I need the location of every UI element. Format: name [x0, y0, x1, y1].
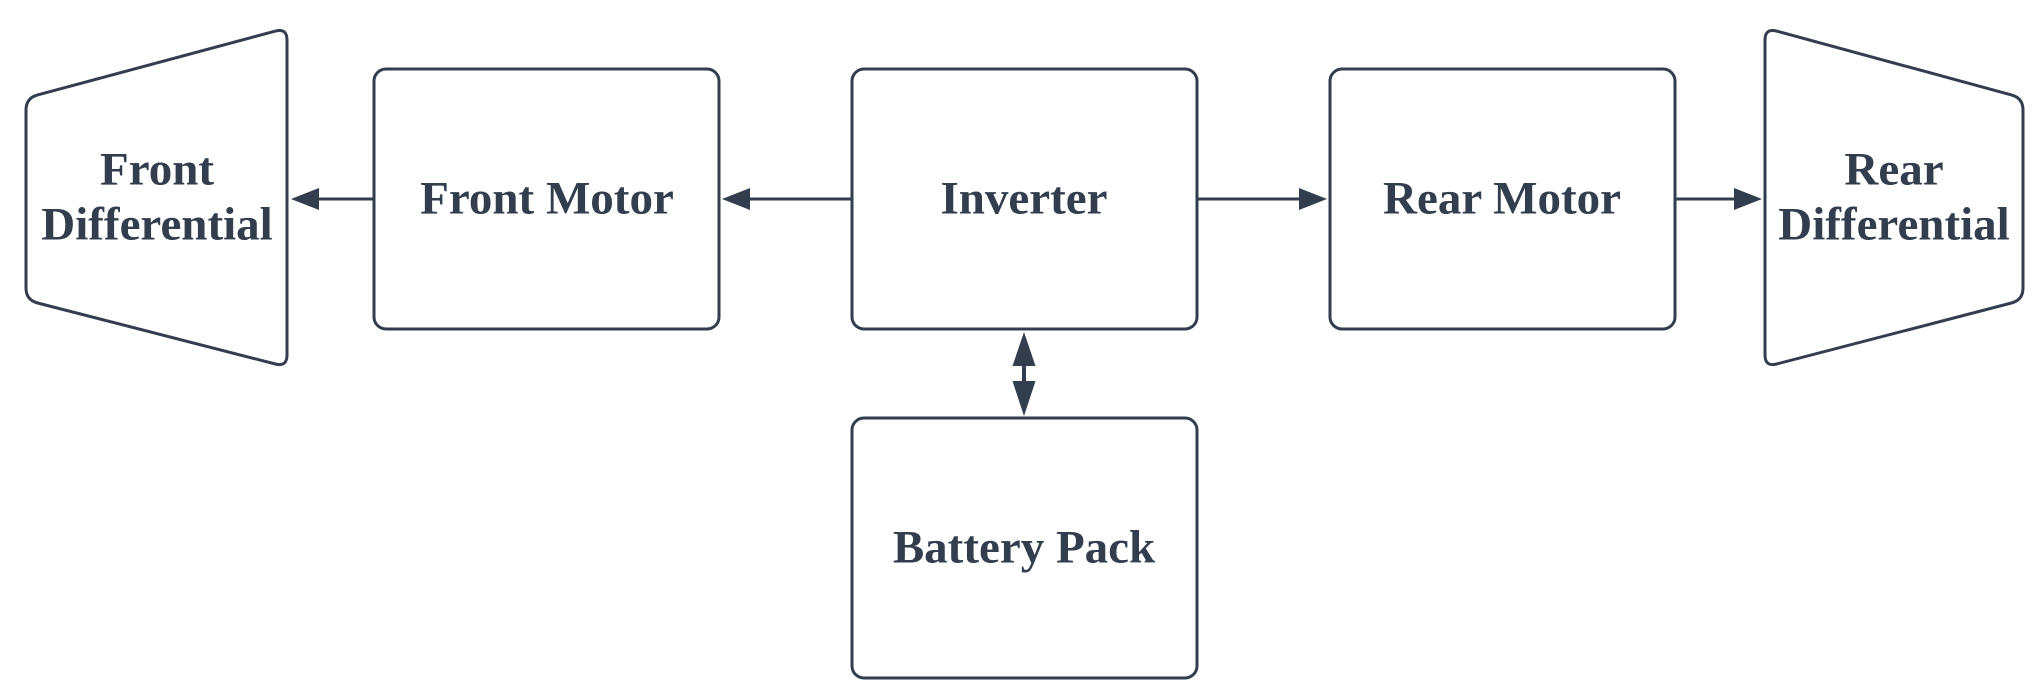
front-differential-label-line2: Differential: [41, 199, 273, 251]
arrow-front-motor-to-front-differential: [291, 188, 374, 210]
inverter-label: Inverter: [940, 172, 1108, 225]
arrow-inverter-battery-bidirectional: [1012, 332, 1036, 416]
arrow-inverter-to-front-motor: [722, 188, 852, 210]
battery-pack-shape: [850, 416, 1199, 680]
rear-differential-label-line2: Differential: [1778, 199, 2010, 251]
front-differential-label: Front Differential: [0, 143, 327, 254]
rear-differential-shape: [1763, 28, 2025, 367]
front-differential-shape: [24, 28, 289, 367]
rear-differential-label: Rear Differential: [1724, 143, 2040, 254]
rear-differential-label-line1: Rear: [1844, 143, 1944, 196]
arrow-rear-motor-to-rear-differential: [1675, 188, 1762, 210]
arrow-inverter-to-rear-motor: [1197, 188, 1327, 210]
rear-motor-label: Rear Motor: [1383, 172, 1621, 225]
front-differential-label-line1: Front: [99, 143, 214, 196]
battery-pack-label: Battery Pack: [892, 521, 1156, 574]
front-motor-label: Front Motor: [420, 172, 674, 225]
